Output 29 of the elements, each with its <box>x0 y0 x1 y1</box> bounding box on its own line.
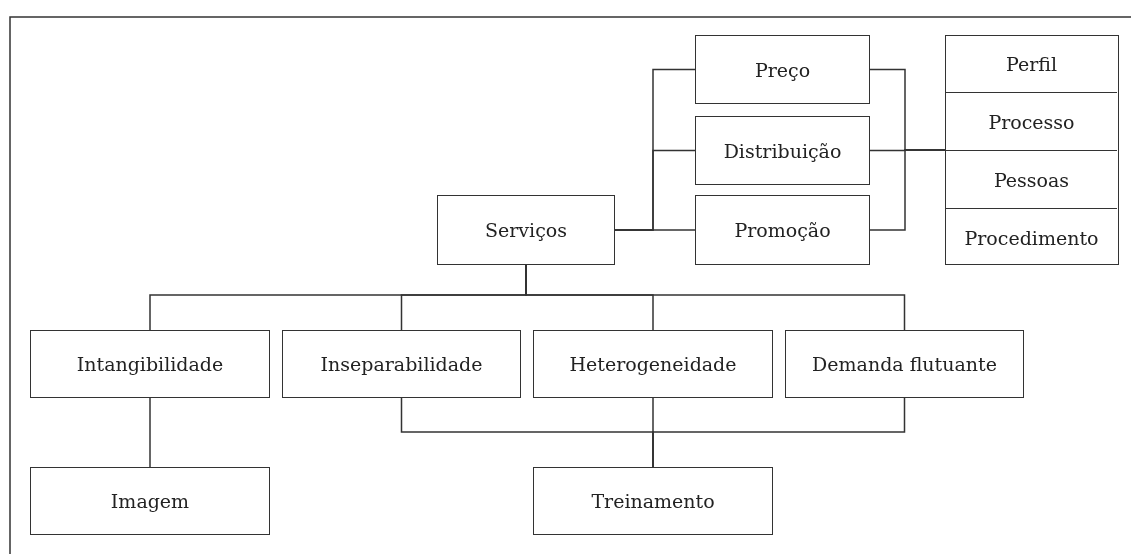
box-label: Demanda flutuante <box>812 353 997 375</box>
connector-line <box>614 229 696 231</box>
stacked-box <box>945 35 1119 265</box>
text-box <box>695 35 870 104</box>
box-label: Distribuição <box>723 139 842 162</box>
text-box <box>30 330 270 398</box>
box-label: Intangibilidade <box>76 353 224 375</box>
connector-line <box>652 397 906 468</box>
text-box <box>785 330 1024 398</box>
connector-line <box>869 149 946 231</box>
text-box <box>533 467 773 535</box>
box-label: Procedimento <box>964 226 1099 249</box>
box-label: Treinamento <box>591 490 715 512</box>
text-box <box>282 330 521 398</box>
text-box <box>30 467 270 535</box>
text-box <box>437 195 615 265</box>
connector-line <box>149 397 151 468</box>
box-label: Imagem <box>110 490 190 512</box>
box-label: Serviços <box>485 219 567 241</box>
box-label: Promoção <box>734 219 831 241</box>
text-box <box>695 195 870 265</box>
box-label: Processo <box>988 110 1075 133</box>
text-box <box>695 116 870 185</box>
box-label: Heterogeneidade <box>569 353 737 375</box>
box-label: Pessoas <box>993 168 1070 191</box>
box-label: Preço <box>754 58 811 81</box>
box-label: Inseparabilidade <box>320 353 483 375</box>
box-label: Perfil <box>1006 53 1057 75</box>
text-box <box>533 330 773 398</box>
